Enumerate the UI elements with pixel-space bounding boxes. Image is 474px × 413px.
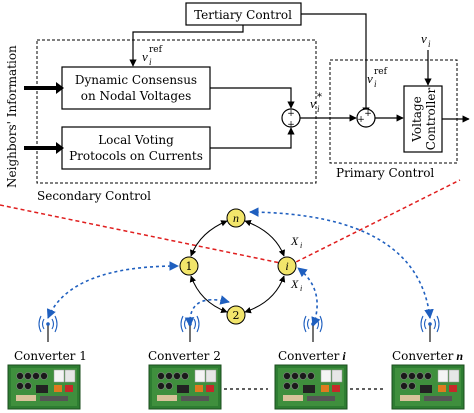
graph-edge-n-1: [189, 220, 228, 257]
converter-label: Converter i: [278, 349, 346, 363]
svg-text:v: v: [421, 31, 427, 46]
converter-label: Converter 2: [148, 349, 221, 363]
svg-text:i: i: [317, 104, 320, 114]
svg-text:ref: ref: [374, 67, 388, 77]
tertiary-to-consensus-line: [129, 25, 244, 67]
svg-text:X: X: [290, 234, 299, 248]
svg-text:i: i: [374, 79, 377, 89]
zoom-line-right: [289, 179, 461, 266]
svg-text:i: i: [149, 57, 152, 67]
converter-board: [391, 364, 465, 410]
vi-ref-label-primary: v i ref: [367, 67, 388, 89]
graph-node-2-label: 2: [233, 309, 240, 322]
neighbors-input-arrowhead-bottom: [56, 142, 64, 154]
primary-control-label: Primary Control: [336, 166, 434, 180]
chi-label-top: X i: [290, 234, 302, 250]
local-voting-line1: Local Voting: [98, 133, 174, 147]
graph-edge-1-2: [189, 275, 228, 314]
sum-plus-secondary-bottom: +: [287, 120, 295, 130]
sum-plus-primary-left: +: [357, 115, 365, 125]
antenna-icon: [303, 315, 323, 342]
local-voting-line2: Protocols on Currents: [69, 149, 203, 163]
vi-ref-label-secondary: v i ref: [142, 45, 163, 67]
voltage-controller-line2: Controller: [424, 88, 438, 151]
antenna-icon: [180, 315, 200, 342]
consensus-to-sum-line: [210, 87, 295, 109]
converter-board: [7, 364, 81, 410]
svg-text:v: v: [310, 96, 316, 111]
svg-text:v: v: [367, 71, 373, 86]
svg-text:*: *: [317, 92, 322, 103]
comm-link-converter-i: [297, 267, 321, 327]
graph-node-1: [179, 256, 199, 276]
neighbors-info-label: Neighbors' Information: [5, 45, 19, 188]
chi-label-bottom: X i: [290, 277, 302, 293]
comm-link-converter-n: [249, 207, 434, 319]
graph-node-n: [226, 208, 246, 228]
dynamic-consensus-block: [61, 66, 211, 110]
comm-link-converter1: [46, 261, 179, 319]
svg-text:i: i: [300, 284, 302, 293]
graph-edge-2-i: [244, 275, 286, 314]
graph-edge-n-i: [244, 219, 286, 257]
secondary-control-region: [36, 39, 317, 184]
tertiary-control-label: Tertiary Control: [194, 8, 292, 22]
graph-node-1-label: 1: [186, 260, 193, 273]
sum-plus-primary-top: +: [364, 109, 372, 119]
tertiary-to-primary-line: [301, 13, 370, 115]
vi-input-label: v i: [421, 31, 431, 49]
dynamic-consensus-line2: on Nodal Voltages: [81, 89, 192, 103]
svg-text:ref: ref: [149, 45, 163, 55]
svg-text:i: i: [300, 241, 302, 250]
voltage-controller-block: [403, 85, 443, 153]
graph-node-i-label: i: [285, 259, 288, 273]
neighbors-input-arrowhead-top: [56, 82, 64, 94]
comm-link-converter2: [184, 295, 230, 327]
converter-label: Converter n: [392, 349, 463, 363]
antenna-icon: [38, 315, 58, 342]
zoom-line-left: [0, 204, 291, 266]
converters-group: Converter 1 Converter 2 Converter i Convert…: [7, 315, 465, 410]
secondary-control-label: Secondary Control: [37, 189, 151, 203]
sum-plus-secondary-top: +: [287, 109, 295, 119]
voting-to-sum-line: [210, 127, 295, 149]
vi-star-label: v i *: [310, 92, 322, 114]
svg-text:v: v: [142, 49, 148, 64]
voltage-controller-line1: Voltage: [410, 96, 424, 142]
graph-node-n-label: n: [233, 211, 239, 225]
dynamic-consensus-line1: Dynamic Consensus: [75, 73, 197, 87]
converter-board: [274, 364, 348, 410]
converter-board: [148, 364, 222, 410]
svg-text:i: i: [428, 39, 431, 49]
converter-label: Converter 1: [14, 349, 87, 363]
local-voting-block: [61, 126, 211, 170]
svg-text:X: X: [290, 277, 299, 291]
antenna-icon: [420, 315, 440, 342]
